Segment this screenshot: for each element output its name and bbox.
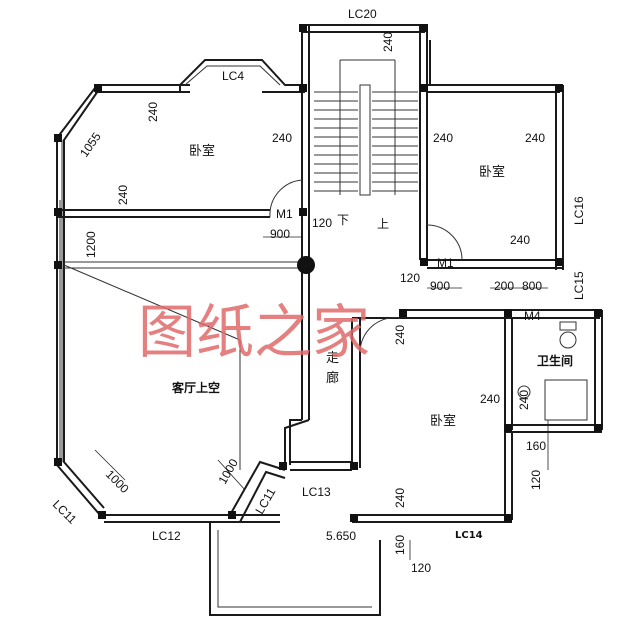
window-lc11-left: LC11 (50, 497, 80, 527)
column-square (279, 462, 287, 470)
column-square (555, 84, 563, 92)
dim-800: 800 (522, 279, 542, 293)
dim-200: 200 (494, 279, 514, 293)
dim-240-ne-right: 240 (525, 131, 545, 145)
column-square (504, 309, 512, 317)
balcony (209, 522, 381, 616)
dimension-lines (94, 236, 549, 560)
column-markers (54, 24, 602, 522)
window-lc20: LC20 (348, 7, 377, 21)
door-m4-label: M4 (524, 309, 541, 323)
column-square (98, 511, 106, 519)
south-wall (100, 460, 352, 523)
column-square (54, 134, 62, 142)
column-square (54, 208, 62, 216)
nw-north-wall (95, 59, 305, 93)
dim-240-nw-mid: 240 (116, 185, 130, 205)
column-square (299, 24, 307, 32)
column-square (94, 84, 102, 92)
column-square (420, 258, 428, 266)
column-square (350, 462, 358, 470)
ne-bedroom-walls (427, 40, 564, 270)
bath-fixtures (517, 321, 588, 421)
corridor-char-2: 廊 (326, 370, 339, 386)
column-square (54, 261, 62, 269)
west-wall (56, 87, 105, 516)
dim-240-se-left: 240 (480, 392, 500, 406)
dim-240-se-top: 240 (393, 325, 407, 345)
stair-treads (314, 59, 418, 196)
column-square (299, 208, 307, 216)
dim-120-left: 120 (312, 216, 332, 230)
door-m1-left-label: M1 (276, 207, 293, 221)
structural-column (297, 256, 315, 274)
door-m1-right (426, 224, 463, 261)
column-square (54, 458, 62, 466)
door-m4 (359, 317, 401, 353)
dim-900-left: 900 (270, 227, 290, 241)
dim-240-stair-top: 240 (381, 32, 395, 52)
stair-walls (301, 24, 428, 260)
dim-240-bath: 240 (517, 390, 531, 410)
stair-up-label: 上 (377, 217, 389, 231)
dim-120-bottom: 120 (411, 561, 431, 575)
elevation-label: 5.650 (326, 529, 356, 543)
column-square (228, 511, 236, 519)
window-lc4: LC4 (222, 69, 244, 83)
dim-240-ne-bottom: 240 (510, 233, 530, 247)
door-m1-right-label: M1 (437, 256, 454, 270)
dim-1055: 1055 (77, 130, 104, 160)
void-diagonal (63, 264, 241, 470)
se-bedroom-walls (352, 309, 603, 523)
watermark: 图纸之家 (138, 298, 370, 366)
stair-down-label: 下 (337, 213, 349, 227)
corridor-char-1: 走 (326, 351, 339, 366)
window-lc12: LC12 (152, 529, 181, 543)
window-lc13: LC13 (302, 485, 331, 499)
dim-240-nw-right: 240 (272, 131, 292, 145)
room-bedroom-se: 卧室 (430, 413, 456, 429)
column-square (420, 24, 428, 32)
column-square (420, 84, 428, 92)
column-square (504, 514, 512, 522)
dim-240-se-bottom: 240 (393, 488, 407, 508)
dim-240-nw-top: 240 (146, 102, 160, 122)
window-lc16: LC16 (572, 196, 586, 225)
nw-south-wall (57, 209, 302, 269)
room-bathroom: 卫生间 (537, 353, 573, 368)
dim-900-right: 900 (430, 279, 450, 293)
room-living-void: 客厅上空 (171, 380, 220, 395)
column-square (594, 424, 602, 432)
dim-160-right: 160 (526, 439, 546, 453)
room-bedroom-ne: 卧室 (479, 164, 505, 180)
room-bedroom-nw: 卧室 (189, 143, 215, 159)
column-square (399, 309, 407, 317)
column-square (350, 514, 358, 522)
column-square (504, 424, 512, 432)
window-lc14: LC14 (455, 530, 483, 541)
dim-240-ne-left: 240 (433, 131, 453, 145)
column-square (555, 258, 563, 266)
dim-1200: 1200 (84, 231, 98, 258)
column-square (594, 309, 602, 317)
dim-1000-left: 1000 (103, 467, 132, 496)
dim-120-right: 120 (529, 470, 543, 490)
window-lc15: LC15 (572, 271, 586, 300)
column-square (299, 84, 307, 92)
dim-160-bottom: 160 (393, 535, 407, 555)
dim-120-mid: 120 (400, 271, 420, 285)
